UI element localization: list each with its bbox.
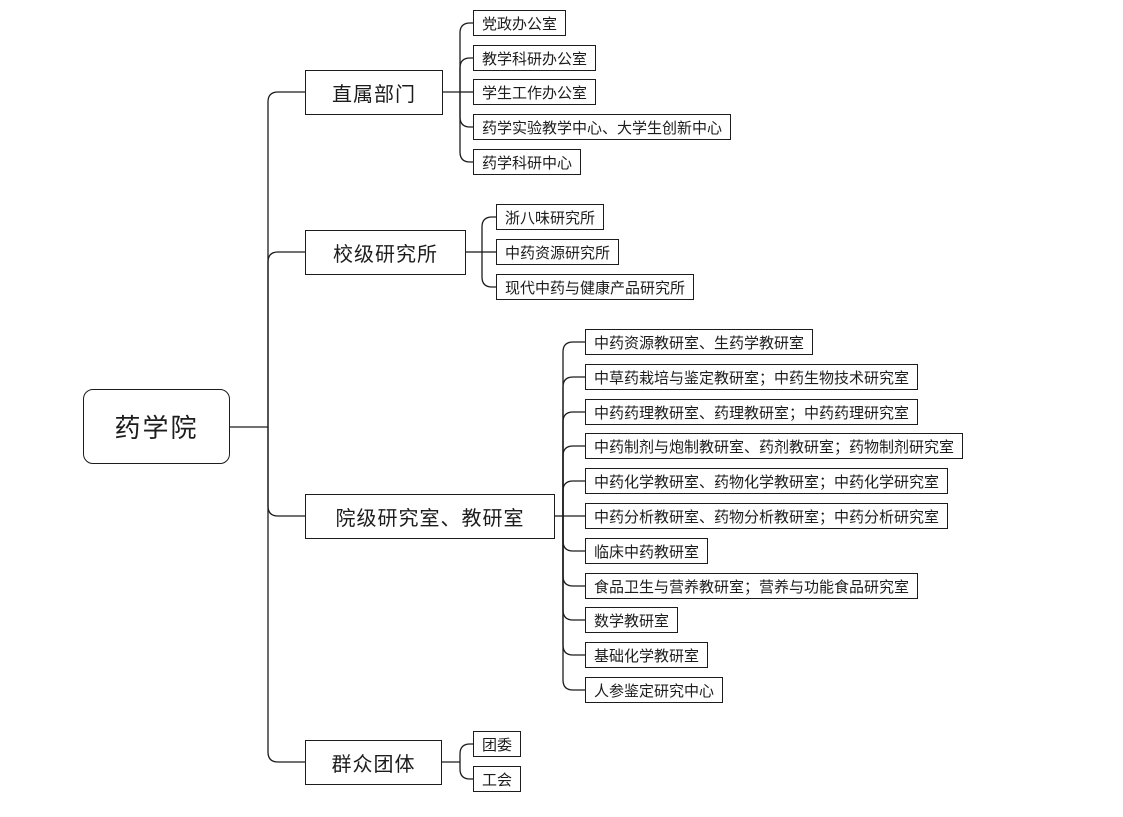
connector (459, 57, 473, 92)
connector (267, 91, 305, 427)
leaf-node: 中药化学教研室、药物化学教研室；中药化学研究室 (585, 468, 949, 494)
leaf-node: 基础化学教研室 (585, 642, 709, 668)
connector (562, 516, 585, 691)
connector (459, 743, 473, 762)
connector (481, 216, 496, 252)
leaf-node: 团委 (473, 731, 522, 757)
connector (459, 22, 473, 92)
leaf-node: 中药药理教研室、药理教研室；中药药理研究室 (585, 399, 919, 425)
leaf-node: 人参鉴定研究中心 (585, 677, 724, 703)
connector (562, 376, 585, 516)
branch-direct-departments: 直属部门 (305, 70, 443, 115)
leaf-node: 药学科研中心 (473, 149, 582, 175)
leaf-node: 现代中药与健康产品研究所 (496, 274, 695, 300)
connector (267, 427, 305, 763)
leaf-node: 中药制剂与炮制教研室、药剂教研室；药物制剂研究室 (585, 433, 964, 459)
connector (459, 762, 473, 780)
connector (267, 427, 305, 517)
connector (267, 251, 305, 427)
branch-mass-organizations: 群众团体 (305, 740, 442, 785)
root-node-pharmacy-college: 药学院 (83, 389, 230, 464)
branch-university-level-institutes: 校级研究所 (305, 230, 466, 275)
leaf-node: 食品卫生与营养教研室；营养与功能食品研究室 (585, 573, 919, 599)
connector (562, 516, 585, 621)
branch-college-level-labs-offices: 院级研究室、教研室 (305, 494, 555, 539)
leaf-node: 党政办公室 (473, 10, 567, 36)
leaf-node: 药学实验教学中心、大学生创新中心 (473, 114, 732, 140)
leaf-node: 教学科研办公室 (473, 45, 597, 71)
connector (459, 92, 473, 163)
leaf-node: 工会 (473, 766, 522, 792)
leaf-node: 浙八味研究所 (496, 204, 605, 230)
leaf-node: 中药分析教研室、药物分析教研室；中药分析研究室 (585, 503, 949, 529)
connector (481, 252, 496, 288)
leaf-node: 中药资源教研室、生药学教研室 (585, 329, 814, 355)
connector (562, 341, 585, 516)
leaf-node: 数学教研室 (585, 607, 679, 633)
connector (562, 445, 585, 516)
leaf-node: 临床中药教研室 (585, 538, 709, 564)
connector (459, 92, 473, 128)
connector (562, 480, 585, 516)
connector (562, 411, 585, 516)
leaf-node: 中药资源研究所 (496, 239, 620, 265)
connector (562, 516, 585, 552)
leaf-node: 学生工作办公室 (473, 79, 597, 105)
leaf-node: 中草药栽培与鉴定教研室；中药生物技术研究室 (585, 364, 919, 390)
